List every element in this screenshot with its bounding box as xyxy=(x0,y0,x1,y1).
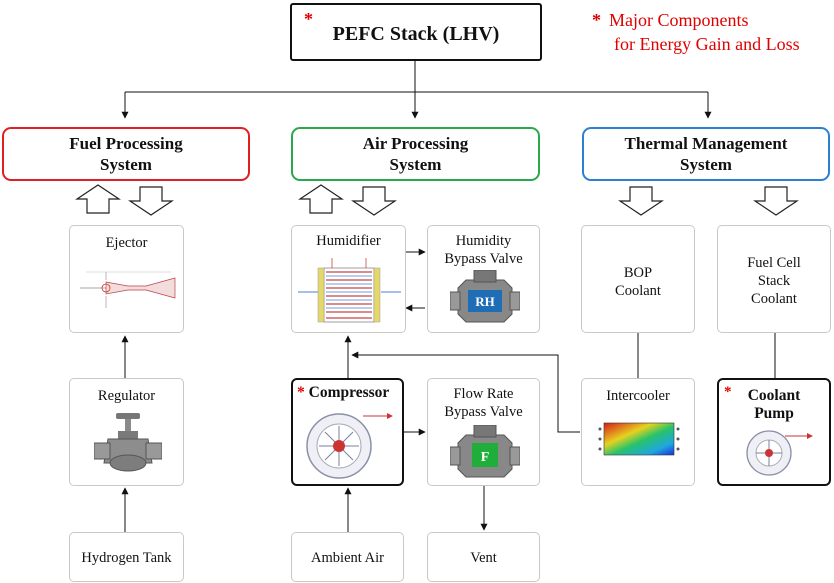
valve-rh-text: RH xyxy=(475,294,495,309)
hollow-arrow-down-bop xyxy=(618,186,664,216)
regulator-label: Regulator xyxy=(97,388,156,404)
humidity-bypass-valve-box: Humidity Bypass Valve RH xyxy=(427,225,540,333)
thermal-system-line2: System xyxy=(680,155,732,174)
flow-rate-bypass-valve-box: Flow Rate Bypass Valve F xyxy=(427,378,540,486)
bop-coolant-line1: BOP xyxy=(623,265,653,281)
gate-valve-icon xyxy=(94,413,162,472)
coolant-pump-marker: * xyxy=(724,384,732,400)
coolant-pump-line1: Coolant xyxy=(747,387,801,404)
pefc-stack-box: * PEFC Stack (LHV) xyxy=(290,3,542,61)
flow-valve-icon: F xyxy=(450,425,520,478)
hollow-arrow-up-fuel xyxy=(75,184,121,214)
legend: * Major Components for Energy Gain and Lo… xyxy=(592,8,832,56)
hollow-arrow-up-air xyxy=(298,184,344,214)
fuel-system-line2: System xyxy=(100,155,152,174)
flow-bypass-line1: Flow Rate xyxy=(453,386,514,402)
ejector-label: Ejector xyxy=(105,235,148,251)
compressor-box: * Compressor xyxy=(291,378,404,486)
thermal-system-line1: Thermal Management xyxy=(624,134,788,153)
air-system-line2: System xyxy=(389,155,442,174)
bop-coolant-line2: Coolant xyxy=(615,283,661,299)
bop-coolant-box: BOP Coolant xyxy=(581,225,695,333)
humidifier-box: Humidifier xyxy=(291,225,406,333)
humidity-bypass-line2: Bypass Valve xyxy=(444,251,523,267)
major-component-marker: * xyxy=(304,9,313,29)
stack-coolant-line3: Coolant xyxy=(751,291,797,307)
compressor-title: * Compressor xyxy=(297,384,389,402)
pefc-stack-title: PEFC Stack (LHV) xyxy=(332,23,500,45)
valve-f-text: F xyxy=(481,450,490,465)
regulator-box: Regulator xyxy=(69,378,184,486)
legend-marker: * xyxy=(592,10,601,30)
stack-coolant-box: Fuel Cell Stack Coolant xyxy=(717,225,831,333)
valve-icon: RH xyxy=(450,270,520,323)
compressor-label: Compressor xyxy=(308,384,390,401)
coolant-pump-box: * Coolant Pump xyxy=(717,378,831,486)
fuel-system-line1: Fuel Processing xyxy=(69,134,183,153)
ejector-schematic xyxy=(80,271,176,308)
air-system-line1: Air Processing xyxy=(362,134,469,153)
hollow-arrow-down-air xyxy=(351,186,397,216)
compressor-marker: * xyxy=(297,384,305,401)
hydrogen-tank-label: Hydrogen Tank xyxy=(81,550,172,566)
stack-coolant-line2: Stack xyxy=(757,273,791,289)
pump-icon xyxy=(746,430,813,476)
vent-box: Vent xyxy=(427,532,540,582)
vent-label: Vent xyxy=(470,550,497,566)
flow-bypass-line2: Bypass Valve xyxy=(444,404,523,420)
legend-line2: for Energy Gain and Loss xyxy=(614,34,800,54)
hollow-arrow-down-fuel xyxy=(128,186,174,216)
intercooler-label: Intercooler xyxy=(606,388,670,404)
humidifier-schematic xyxy=(298,258,401,323)
intercooler-box: Intercooler xyxy=(581,378,695,486)
ejector-box: Ejector xyxy=(69,225,184,333)
ambient-air-box: Ambient Air xyxy=(291,532,404,582)
ambient-air-label: Ambient Air xyxy=(311,550,384,566)
hydrogen-tank-box: Hydrogen Tank xyxy=(69,532,184,582)
compressor-icon xyxy=(306,413,393,479)
hollow-arrow-down-stack xyxy=(753,186,799,216)
coolant-pump-line2: Pump xyxy=(754,405,794,422)
legend-line1: Major Components xyxy=(609,10,749,30)
humidity-bypass-line1: Humidity xyxy=(455,233,512,249)
stack-coolant-line1: Fuel Cell xyxy=(747,255,801,271)
intercooler-heatmap xyxy=(598,422,680,456)
humidifier-label: Humidifier xyxy=(316,233,381,249)
